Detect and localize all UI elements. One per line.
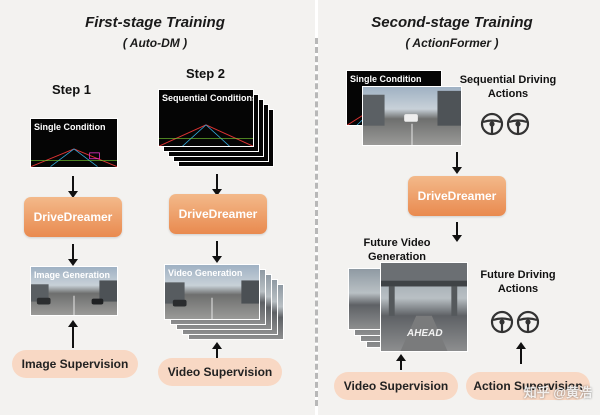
lane-lines-icon (31, 148, 117, 167)
future-actions-label: Future Driving Actions (480, 269, 556, 295)
steering-wheel-icon (516, 310, 540, 334)
first-stage-title: First-stage Training (85, 14, 225, 31)
street-scene-icon (31, 280, 117, 315)
video-supervision-pill-first: Video Supervision (158, 358, 282, 386)
video-generation-label: Video Generation (168, 268, 243, 278)
arrow-down-icon (68, 176, 78, 198)
second-stage-title: Second-stage Training (371, 14, 533, 31)
image-generation-label: Image Generation (34, 270, 111, 280)
arrow-down-icon (212, 241, 222, 263)
street-scene-icon (165, 280, 259, 319)
future-video-frame: AHEAD (380, 262, 468, 352)
step-2-label: Step 2 (186, 66, 226, 81)
drivedreamer-box-step2: DriveDreamer (169, 194, 267, 234)
drivedreamer-box-second: DriveDreamer (408, 176, 506, 216)
arrow-down-icon (68, 244, 78, 266)
arrow-up-icon (212, 342, 222, 358)
steering-wheel-icon (480, 112, 504, 136)
arrow-down-icon (452, 152, 462, 174)
single-condition-label-second: Single Condition (350, 74, 422, 84)
step-1-label: Step 1 (52, 82, 92, 97)
overpass-scene-icon (381, 263, 467, 351)
road-marking-text: AHEAD (406, 328, 444, 339)
sequential-conditions-label: Sequential Conditions (162, 93, 254, 103)
image-supervision-pill: Image Supervision (12, 350, 138, 378)
street-scene-icon (363, 90, 461, 145)
single-condition-label: Single Condition (34, 122, 106, 132)
arrow-down-icon (212, 174, 222, 196)
drivedreamer-box-step1: DriveDreamer (24, 197, 122, 237)
arrow-down-icon (452, 222, 462, 242)
first-stage-subtitle: ( Auto-DM ) (122, 36, 188, 50)
lane-lines-icon (159, 124, 253, 146)
sequential-actions-label: Sequential Driving Actions (459, 74, 557, 100)
watermark-text: 知乎 @黄浩 (523, 385, 592, 400)
future-video-label: Future Video Generation (363, 237, 431, 263)
video-supervision-pill-second: Video Supervision (334, 372, 458, 400)
arrow-up-icon (396, 354, 406, 370)
steering-wheel-icon (490, 310, 514, 334)
action-supervision-pill: Action Supervision (466, 372, 590, 400)
stage-divider (315, 38, 318, 406)
steering-wheel-icon (506, 112, 530, 136)
video-generation-frame: Video Generation (164, 264, 260, 320)
sequential-condition-frame: Sequential Conditions (158, 89, 254, 147)
scene-frame-second (362, 86, 462, 146)
image-generation-frame: Image Generation (30, 266, 118, 316)
second-stage-subtitle: ( ActionFormer ) (405, 36, 499, 50)
single-condition-frame: Single Condition (30, 118, 118, 168)
arrow-up-icon (68, 320, 78, 348)
arrow-up-icon (516, 342, 526, 364)
